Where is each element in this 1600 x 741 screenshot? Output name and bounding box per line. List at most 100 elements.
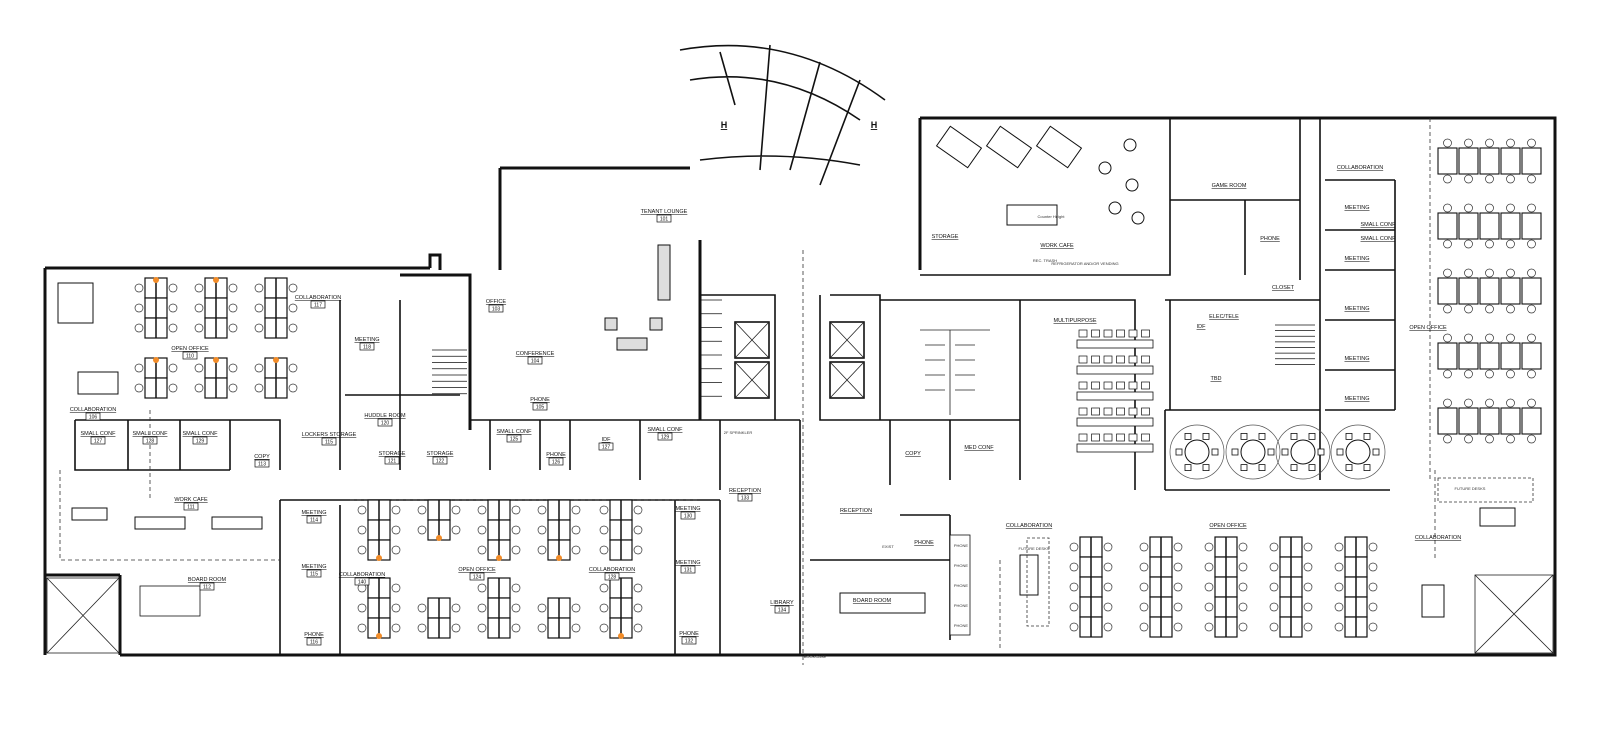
room-number: 128 — [146, 439, 155, 445]
room-label: COLLABORATION — [70, 407, 116, 413]
workstation-cluster — [1069, 536, 1113, 638]
cafe-round-table — [1108, 201, 1122, 215]
room-number-box — [384, 456, 400, 465]
workstation-cluster — [537, 499, 581, 561]
room-label: COLLABORATION — [589, 567, 635, 573]
room-number: 111 — [187, 505, 195, 511]
phone-booth-label: PHONE — [954, 623, 969, 628]
room-label: TBD — [1211, 376, 1222, 382]
room-label: MEETING — [1344, 396, 1369, 402]
room-label: MEETING — [1344, 256, 1369, 262]
room-label: PHONE — [1260, 236, 1280, 242]
room-label: CLOSET — [1272, 285, 1295, 291]
workstation-row — [1437, 333, 1542, 379]
workstation-cluster — [357, 577, 401, 639]
room-number-box — [469, 572, 485, 581]
cafe-round-table — [1098, 161, 1112, 175]
workstation-cluster — [1269, 536, 1313, 638]
room-label: OFFICE — [486, 299, 506, 305]
room-label: SMALL CONF — [1361, 236, 1397, 242]
room-label: SMALL CONF — [648, 427, 684, 433]
room-label: STORAGE — [427, 451, 454, 457]
room-number: 120 — [381, 421, 390, 427]
lounge-furniture — [657, 244, 671, 301]
workstation-cluster — [357, 499, 401, 561]
room-number-box — [306, 637, 322, 646]
accent-marker — [153, 357, 159, 363]
table — [57, 282, 94, 324]
room-number: 113 — [258, 462, 266, 468]
room-number: 132 — [685, 639, 694, 645]
room-label: PHONE — [546, 452, 566, 458]
counter — [1006, 204, 1058, 226]
training-table-row — [1076, 433, 1154, 453]
room-label: BOARD ROOM — [853, 598, 892, 604]
table — [134, 516, 186, 530]
room-label: STORAGE — [379, 451, 406, 457]
room-number: 125 — [510, 437, 519, 443]
room-label: MULTIPURPOSE — [1054, 318, 1097, 324]
room-number: 114 — [310, 518, 318, 524]
room-label: OPEN OFFICE — [458, 567, 496, 573]
room-number-box — [604, 572, 620, 581]
room-label: OPEN OFFICE — [1409, 325, 1447, 331]
room-tag: COLLABORATION 106 — [70, 407, 116, 421]
room-label: ELEC/TELE — [1209, 314, 1239, 320]
stair-shaft-sw — [46, 577, 120, 654]
room-label: PHONE — [304, 632, 324, 638]
room-label: STORAGE — [932, 234, 959, 240]
workstation-cluster — [1204, 536, 1248, 638]
cafe-table — [1035, 125, 1083, 169]
room-label: RECEPTION — [729, 488, 761, 494]
future-desks-zone — [1437, 477, 1534, 503]
phone-booth-label: PHONE — [954, 583, 969, 588]
accent-marker — [618, 633, 624, 639]
workstation-row — [1437, 203, 1542, 249]
board-table — [139, 585, 201, 617]
room-number-box — [532, 402, 548, 411]
room-label: IDF — [602, 437, 612, 443]
elevators — [734, 321, 865, 399]
room-label: IDF — [1197, 324, 1207, 330]
workstation-cluster — [477, 499, 521, 561]
room-number-box — [548, 457, 564, 466]
accent-marker — [213, 357, 219, 363]
room-label: MEETING — [1344, 205, 1369, 211]
walls — [43, 44, 1557, 665]
room-number-box — [681, 636, 697, 645]
room-label: FUTURE DESKS — [1455, 486, 1486, 491]
room-label: MEETING — [675, 506, 700, 512]
accent-marker — [376, 633, 382, 639]
room-label: PHONE — [530, 397, 550, 403]
room-number-box — [774, 605, 790, 614]
workstation-cluster — [254, 277, 298, 339]
room-number: 115 — [310, 572, 318, 578]
room-label: OPEN OFFICE — [171, 346, 209, 352]
workstation-cluster — [194, 357, 238, 399]
room-number-box — [359, 342, 375, 351]
room-number-box — [377, 418, 393, 427]
room-number: 129 — [196, 439, 205, 445]
workstation-cluster — [134, 357, 178, 399]
room-label: MEETING — [675, 560, 700, 566]
phone-booths — [949, 534, 971, 636]
room-number: 106 — [89, 415, 98, 421]
room-number-box — [527, 356, 543, 365]
workstation-cluster — [417, 499, 461, 541]
room-label: MEETING — [301, 564, 326, 570]
phone-booth-label: PHONE — [954, 543, 969, 548]
cafe-table — [935, 125, 983, 169]
workstation-cluster — [599, 577, 643, 639]
